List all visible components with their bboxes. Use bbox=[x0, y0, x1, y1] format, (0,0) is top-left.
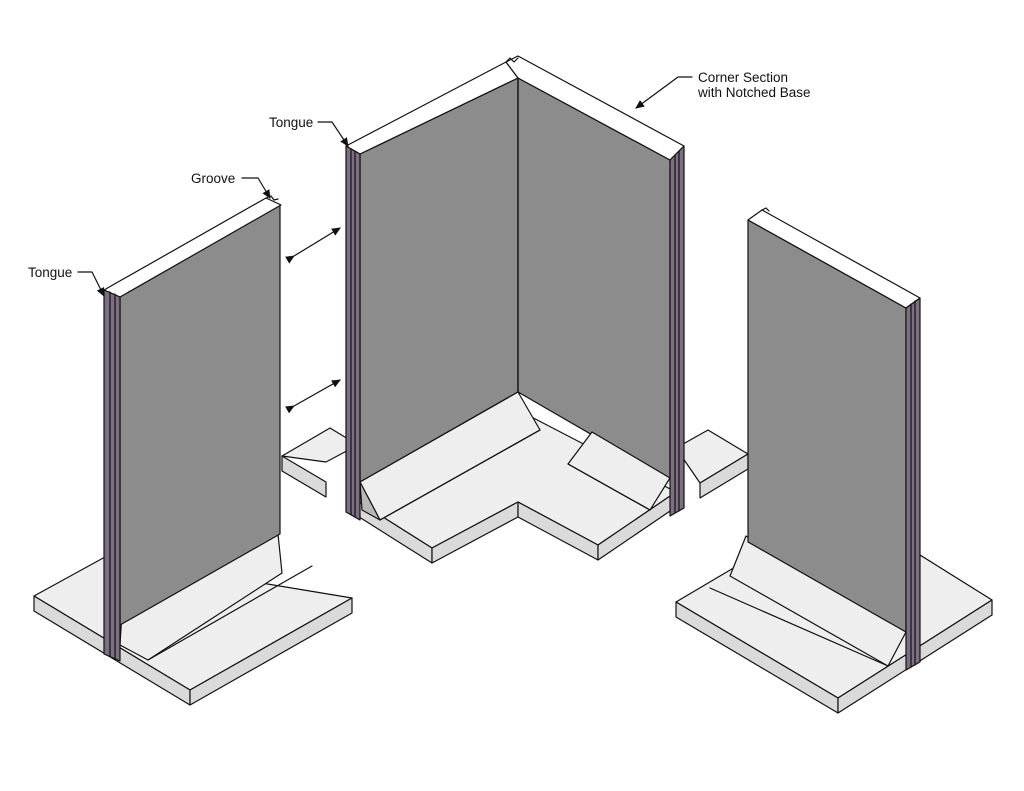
left-wall-section bbox=[33, 195, 353, 706]
corner-left-crease bbox=[379, 429, 541, 521]
callout-corner-leader bbox=[635, 76, 693, 109]
corner-left-tongue-edge bbox=[345, 145, 361, 521]
corner-right-crease bbox=[567, 463, 651, 511]
left-slab-crease bbox=[147, 565, 313, 661]
callout-tongue-left-label: Tongue bbox=[28, 265, 72, 280]
right-slab-crease bbox=[709, 587, 889, 667]
callout-corner-line1: Corner Section bbox=[698, 70, 788, 85]
right-tongue-edge bbox=[905, 297, 921, 671]
callout-corner-line2: with Notched Base bbox=[697, 85, 811, 100]
callout-tongue-left-leader bbox=[77, 271, 105, 297]
callout-groove-label: Groove bbox=[191, 171, 235, 186]
corner-right-tongue-edge bbox=[669, 145, 685, 517]
right-wall-section bbox=[675, 207, 993, 714]
callout-tongue-center: Tongue bbox=[269, 115, 349, 147]
callout-corner-section: Corner Section with Notched Base bbox=[635, 70, 811, 109]
callout-tongue-left: Tongue bbox=[28, 265, 105, 297]
callout-groove-leader bbox=[241, 177, 271, 199]
join-arrow-upper bbox=[285, 227, 341, 264]
callout-tongue-center-leader bbox=[317, 121, 349, 147]
corner-wall-section bbox=[281, 55, 749, 564]
corner-left-haunch-end bbox=[359, 481, 381, 521]
join-arrow-lower bbox=[285, 379, 341, 414]
callout-groove-left: Groove bbox=[191, 171, 271, 199]
right-top-notch bbox=[761, 207, 770, 212]
left-base-right bbox=[189, 597, 353, 706]
left-tongue-edge bbox=[103, 289, 121, 662]
callout-tongue-center-label: Tongue bbox=[269, 115, 313, 130]
corner-top-notch bbox=[505, 57, 519, 63]
corner-left-wing-side bbox=[281, 455, 327, 498]
